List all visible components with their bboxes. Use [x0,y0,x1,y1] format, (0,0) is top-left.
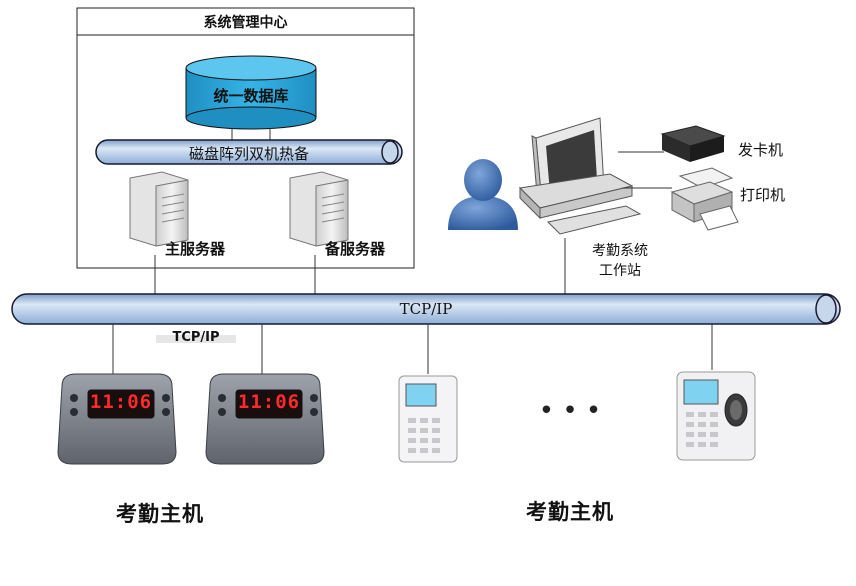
main-bus-label: TCP/IP [399,300,453,318]
attendance-clock-device-1 [57,373,177,465]
card-issuer-label: 发卡机 [738,141,784,159]
sub-network-label: TCP/IP [172,330,220,345]
clock-display-1: 11:06 [89,391,153,413]
workstation-label-line2: 工作站 [599,263,641,279]
printer-label: 打印机 [740,186,786,204]
more-devices-ellipsis: • • • [538,396,602,426]
backup-server-icon [289,171,349,247]
card-issuer-icon [660,125,726,162]
database-label: 统一数据库 [213,87,289,105]
printer-icon [670,167,739,231]
raid-tube [95,139,403,165]
left-group-label: 考勤主机 [116,501,204,526]
backup-server-label: 备服务器 [325,240,386,258]
management-center-box [76,7,415,269]
primary-server-label: 主服务器 [165,240,226,258]
keypad-terminal-device [398,375,458,463]
raid-label: 磁盘阵列双机热备 [188,145,309,163]
person-icon [448,159,518,230]
database-icon [185,55,317,130]
management-center-title: 系统管理中心 [203,15,288,31]
fingerprint-terminal-device [676,371,756,461]
workstation-computer-icon [518,117,642,235]
attendance-clock-device-2 [205,373,325,465]
tcpip-main-bus [11,293,841,325]
clock-display-2: 11:06 [237,391,301,413]
workstation-label-line1: 考勤系统 [592,243,648,259]
primary-server-icon [129,171,189,247]
right-group-label: 考勤主机 [526,499,614,524]
